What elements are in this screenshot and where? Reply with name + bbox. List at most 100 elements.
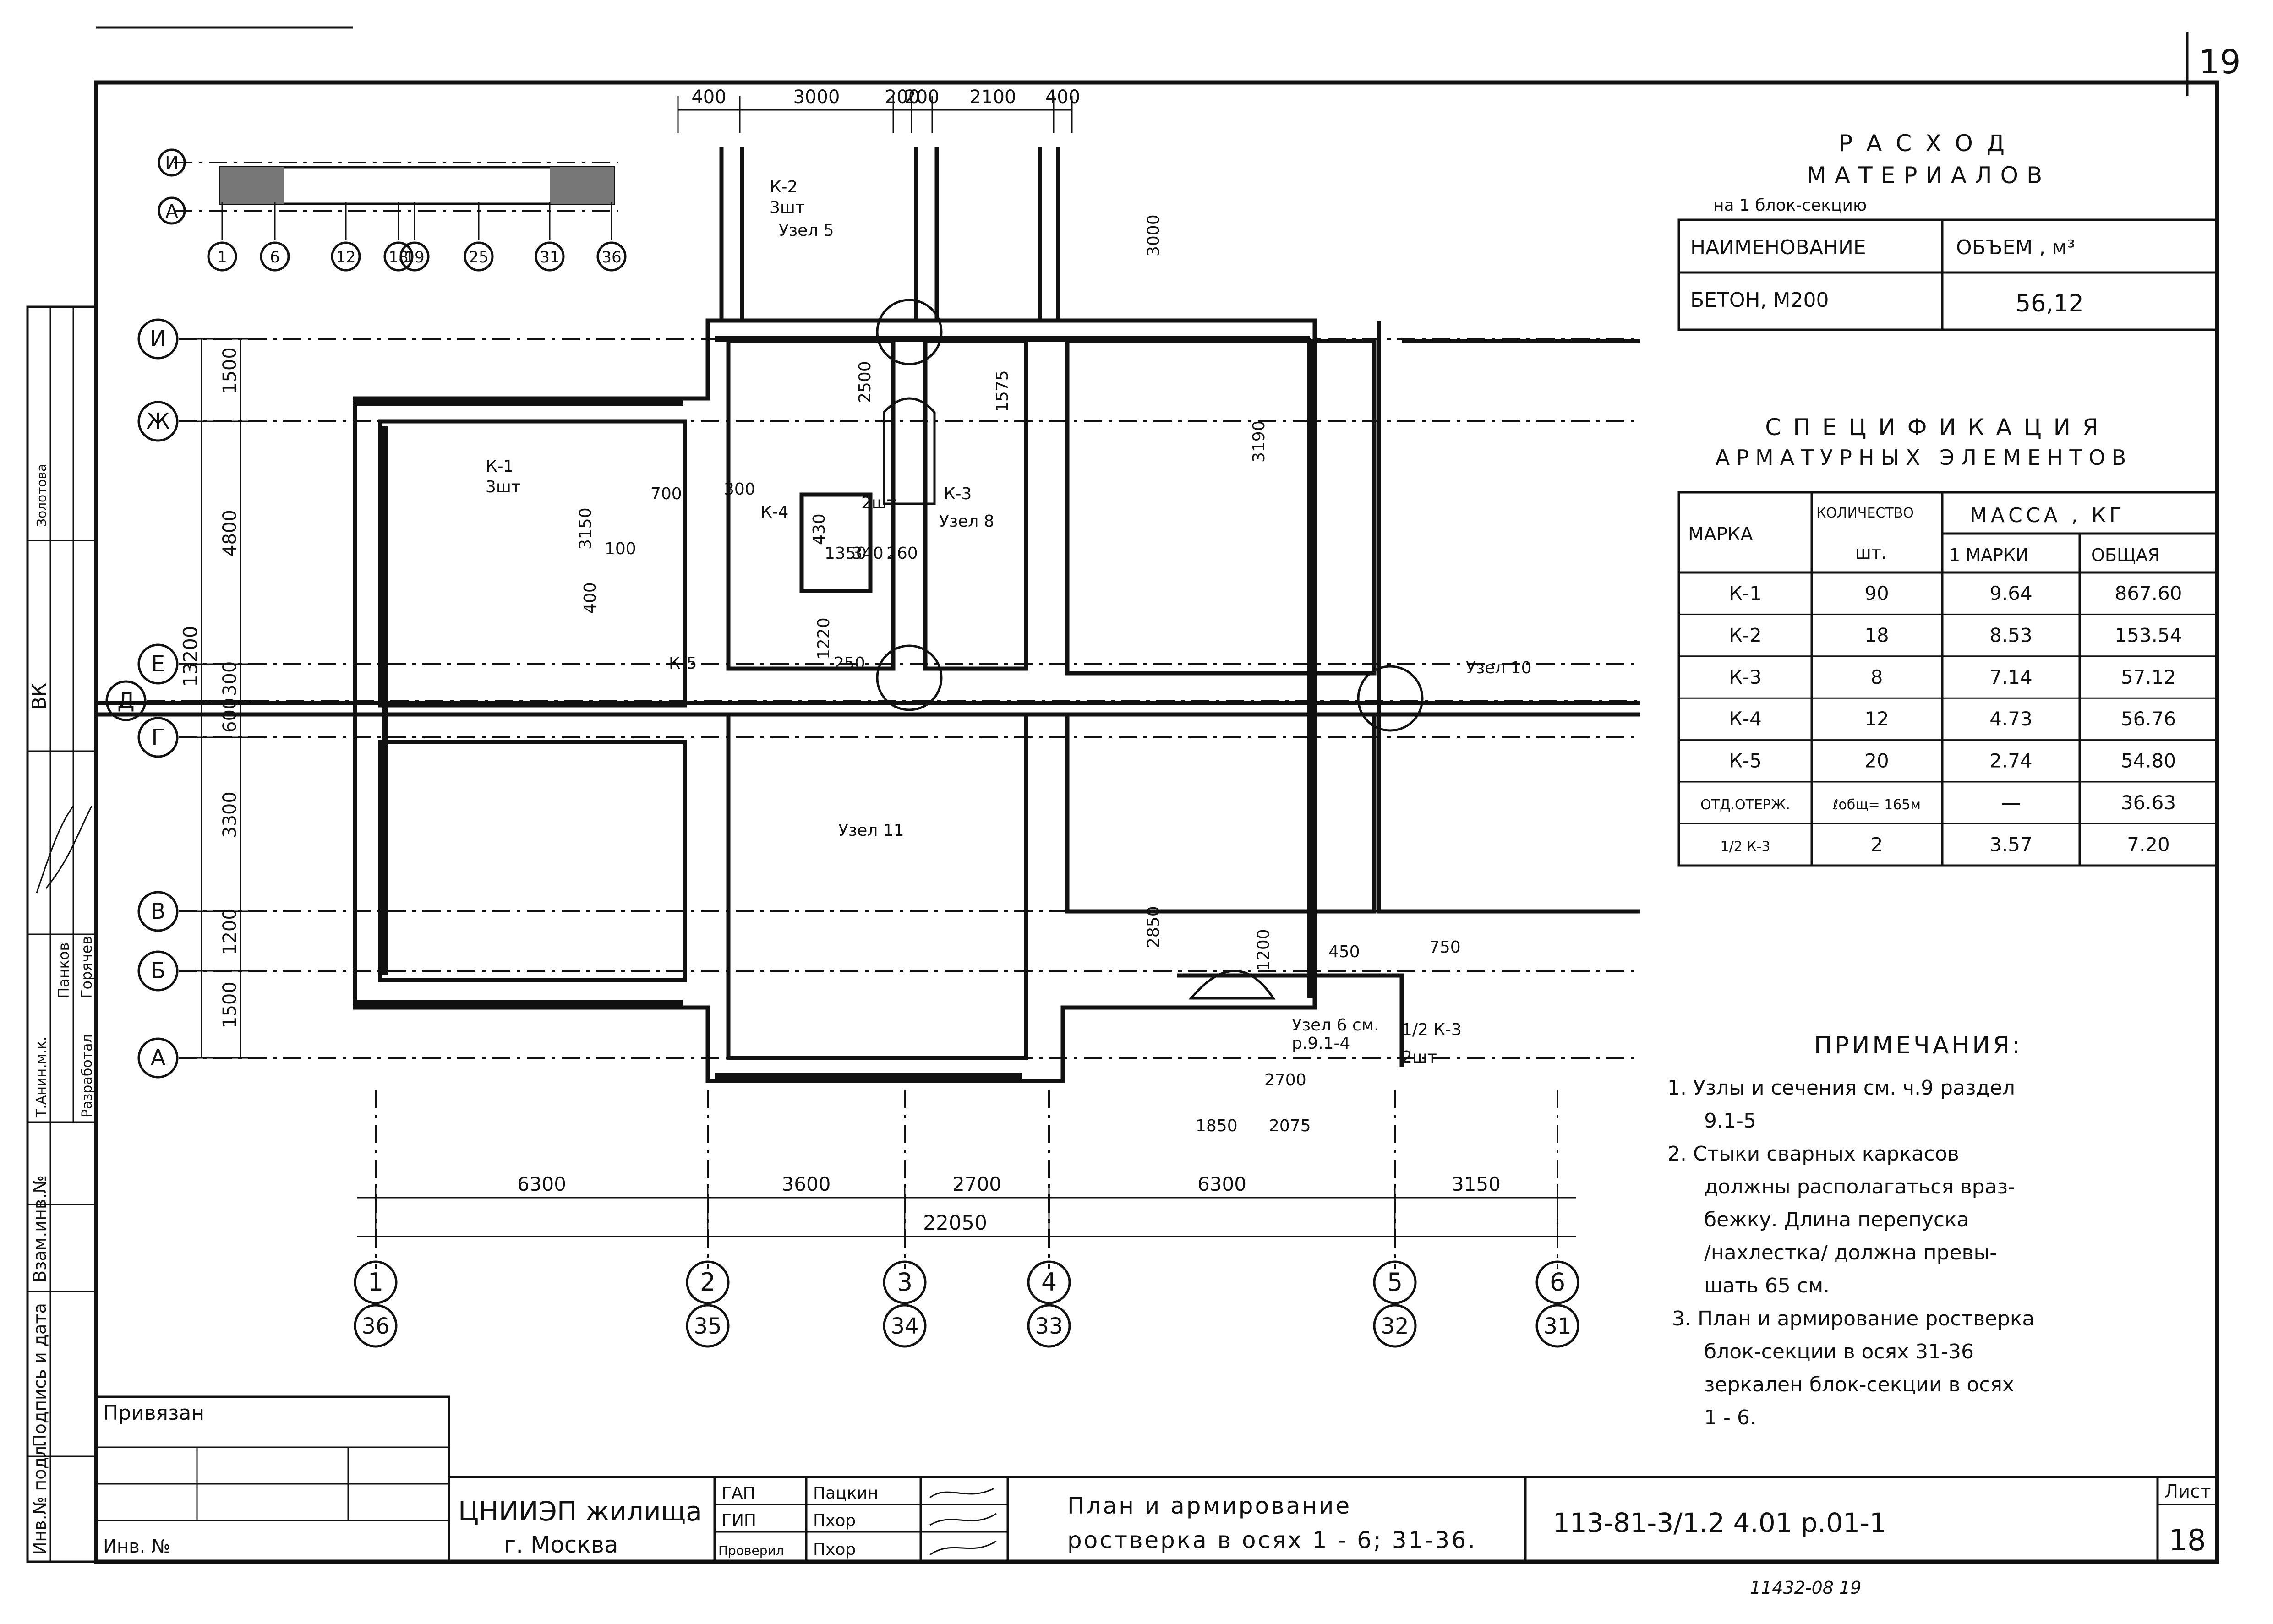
- grid-col-label-bottom: 31: [1543, 1313, 1571, 1339]
- side-label-vk: ВК: [28, 683, 50, 710]
- note-line: 2. Стыки сварных каркасов: [1667, 1142, 1959, 1166]
- spec-cell-one: 2.74: [1989, 750, 2033, 772]
- dim-top-value: 400: [691, 87, 726, 108]
- plan-label: К-1: [486, 457, 514, 476]
- spec-h-mark: МАРКА: [1688, 524, 1753, 545]
- side-label-inv-podl: Инв.№ подл.: [30, 1440, 50, 1555]
- dim-left-value: 300: [219, 661, 240, 696]
- grid-row-label: В: [151, 899, 166, 924]
- plan-label: Узел 11: [838, 821, 904, 840]
- spec-cell-qty: 12: [1864, 708, 1889, 730]
- plan-dim: 400: [581, 582, 600, 614]
- key-plan-col-label: 12: [336, 248, 355, 267]
- spec-cell-qty: ℓобщ= 165м: [1832, 797, 1921, 813]
- spec-h-qty-unit: шт.: [1855, 543, 1887, 563]
- wall-right-edge: [1377, 321, 1640, 914]
- side-label-razrabotal: Разработал: [79, 1034, 95, 1117]
- spec-cell-mark: 1/2 К-3: [1720, 839, 1770, 855]
- grid-col-marker-top: [883, 1260, 927, 1304]
- drawing-code: 113-81-3/1.2 4.01 р.01-1: [1553, 1507, 1886, 1538]
- spec-cell-total: 7.20: [2127, 833, 2170, 856]
- plan-dim: 340: [852, 544, 884, 563]
- node-uzel-5: [876, 299, 943, 365]
- note-line: блок-секции в осях 31-36: [1704, 1340, 1974, 1363]
- plan-dim: 100: [605, 540, 636, 558]
- spec-table-frame: [1677, 491, 2218, 867]
- plan-label: К-3: [944, 485, 972, 503]
- grid-col-label-bottom: 32: [1381, 1313, 1409, 1339]
- grid-row-marker: [137, 318, 179, 360]
- notes-title: ПРИМЕЧАНИЯ:: [1814, 1032, 2023, 1059]
- spec-cell-qty: 18: [1864, 624, 1889, 646]
- key-plan-label-top: И: [165, 153, 179, 174]
- grid-col-label-top: 4: [1041, 1268, 1057, 1297]
- room-1-bottom: [378, 740, 687, 982]
- grid-col-label-top: 5: [1387, 1268, 1403, 1297]
- bottom-note: 11432-08 19: [1750, 1578, 1861, 1598]
- key-plan-col-label: 1: [217, 248, 227, 267]
- title-block: Привязан Инв. № ЦНИИЭП жилища г. Москва …: [95, 1395, 2218, 1563]
- grid-col-marker-top: [686, 1260, 730, 1304]
- grid-col-label-bottom: 34: [891, 1313, 918, 1339]
- grid-row-marker: [137, 643, 179, 685]
- side-signature-mark: [36, 806, 93, 894]
- grid-row-label: Г: [151, 725, 164, 750]
- dim-left-value: 3300: [219, 791, 240, 838]
- role-gap: ГАП: [721, 1484, 755, 1503]
- spec-cell-total: 153.54: [2115, 624, 2182, 646]
- spec-cell-total: 54.80: [2121, 750, 2176, 772]
- spec-cell-mark: К-5: [1729, 750, 1762, 772]
- grid-col-marker-top: [1535, 1260, 1579, 1304]
- key-plan-col-label: 25: [469, 248, 488, 267]
- grid-col-label-top: 6: [1550, 1268, 1565, 1297]
- plan-label: 3шт: [770, 198, 805, 217]
- spec-cell-total: 57.12: [2121, 666, 2176, 688]
- grid-row-label: Е: [151, 651, 165, 677]
- spec-cell-one: 8.53: [1989, 624, 2033, 646]
- stamp-signatures: [929, 1488, 997, 1556]
- side-name-pankov: Панков: [55, 943, 72, 998]
- plan-dim: 1200: [1254, 929, 1273, 971]
- plan-dim: 1850: [1196, 1117, 1238, 1135]
- note-line: бежку. Длина перепуска: [1704, 1208, 1969, 1232]
- plan-dim: 700: [650, 485, 682, 503]
- grid-col-marker-bottom: [1027, 1304, 1071, 1348]
- grid-col-marker-bottom: [1373, 1304, 1417, 1348]
- dim-left-value: 1500: [219, 981, 240, 1028]
- plan-dim: 250: [834, 654, 865, 673]
- plan-label: К-4: [760, 503, 788, 522]
- note-line: 1 - 6.: [1704, 1406, 1756, 1429]
- dim-top-value: 2100: [970, 87, 1016, 108]
- spec-cell-mark: ОТД.ОТЕРЖ.: [1700, 797, 1790, 813]
- dim-bottom-value: 6300: [517, 1173, 566, 1195]
- notes-lines: 1. Узлы и сечения см. ч.9 раздел9.1-52. …: [1667, 1076, 2034, 1429]
- key-plan-col-label: 19: [404, 248, 424, 267]
- key-plan-marker-bottom: [158, 196, 186, 225]
- spec-cell-qty: 8: [1871, 666, 1883, 688]
- plan-dim: 2700: [1264, 1071, 1306, 1090]
- plan-label: К-5: [669, 654, 697, 673]
- corner-sheet-number: 19: [2199, 43, 2241, 81]
- key-plan-col-marker: [260, 241, 290, 272]
- grid-col-label-bottom: 36: [361, 1313, 389, 1339]
- plan-label: Узел 6 см.: [1292, 1016, 1379, 1035]
- spec-cell-total: 867.60: [2115, 582, 2182, 605]
- key-plan-col-label: 31: [540, 248, 559, 267]
- materials-table: РАСХОД МАТЕРИАЛОВ на 1 блок-секцию НАИМЕ…: [1677, 130, 2218, 331]
- note-line: зеркален блок-секции в осях: [1704, 1373, 2014, 1396]
- drawing-title-1: План и армирование: [1067, 1493, 1351, 1519]
- plan-dim: 750: [1429, 938, 1461, 957]
- privyazan-label: Привязан: [103, 1401, 204, 1425]
- plan-dim: 300: [724, 480, 755, 499]
- stair-core: [799, 492, 873, 593]
- plan-label: 1/2 К-3: [1402, 1020, 1462, 1039]
- grid-col-label-top: 3: [897, 1268, 912, 1297]
- grid-row-label: Ж: [146, 409, 170, 434]
- materials-title-1: РАСХОД: [1839, 130, 2018, 157]
- dim-bottom-value: 3150: [1452, 1173, 1501, 1195]
- spec-cell-mark: К-3: [1729, 666, 1762, 688]
- plan-dim: 3190: [1250, 420, 1268, 463]
